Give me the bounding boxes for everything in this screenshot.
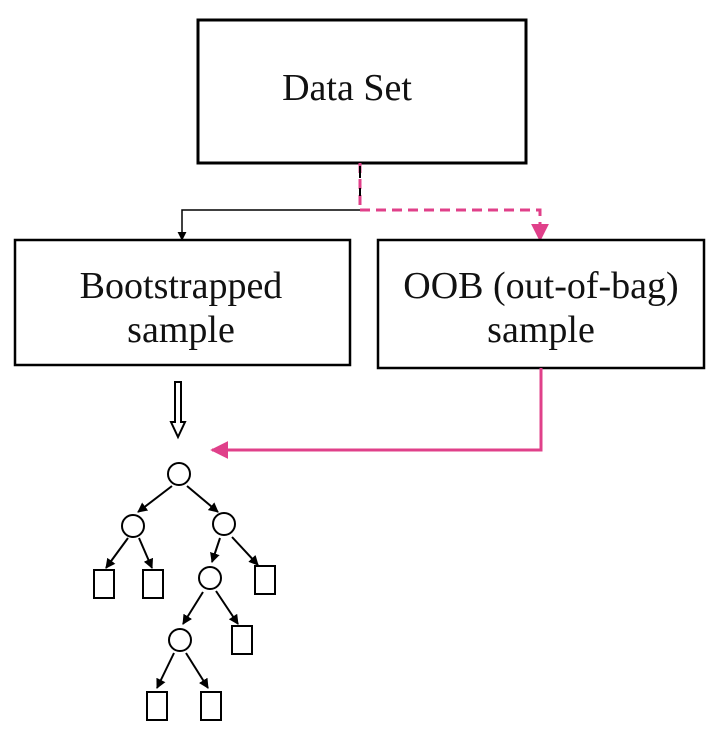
data-set-box: Data Set — [196, 18, 528, 165]
decision-tree — [93, 462, 276, 721]
tree-edge — [186, 485, 219, 513]
tree-node-root — [167, 462, 191, 486]
bootstrapped-label-line1: Bootstrapped — [80, 265, 283, 307]
tree-leaf — [146, 691, 168, 721]
tree-leaf — [93, 569, 115, 599]
oob-to-tree-arrow — [210, 368, 543, 459]
arrow-to-oob — [360, 208, 549, 242]
hollow-down-arrow — [169, 381, 187, 440]
tree-leaf — [200, 691, 222, 721]
bootstrapped-box: Bootstrapped sample — [13, 238, 352, 367]
tree-node — [212, 512, 236, 536]
tree-edge — [105, 537, 129, 569]
oob-label-line2: sample — [487, 309, 595, 351]
oob-box: OOB (out-of-bag) sample — [376, 238, 706, 370]
tree-leaf — [254, 565, 276, 595]
tree-leaf — [231, 625, 253, 655]
tree-edge — [182, 591, 204, 625]
bootstrapped-label-line2: sample — [127, 309, 235, 351]
tree-edges — [105, 485, 259, 689]
data-set-label: Data Set — [282, 67, 412, 109]
tree-node — [121, 514, 145, 538]
tree-edge — [210, 537, 221, 563]
tree-edge — [156, 652, 175, 689]
oob-label-line1: OOB (out-of-bag) — [403, 265, 678, 307]
tree-edge — [138, 537, 154, 569]
tree-node — [198, 566, 222, 590]
tree-edge — [137, 485, 173, 513]
tree-edge — [185, 652, 209, 689]
arrow-to-bootstrapped — [177, 209, 360, 241]
tree-node — [168, 628, 192, 652]
tree-leaf — [142, 569, 164, 599]
tree-edge — [215, 590, 239, 625]
split-connector — [177, 163, 549, 242]
tree-edge — [231, 536, 259, 566]
